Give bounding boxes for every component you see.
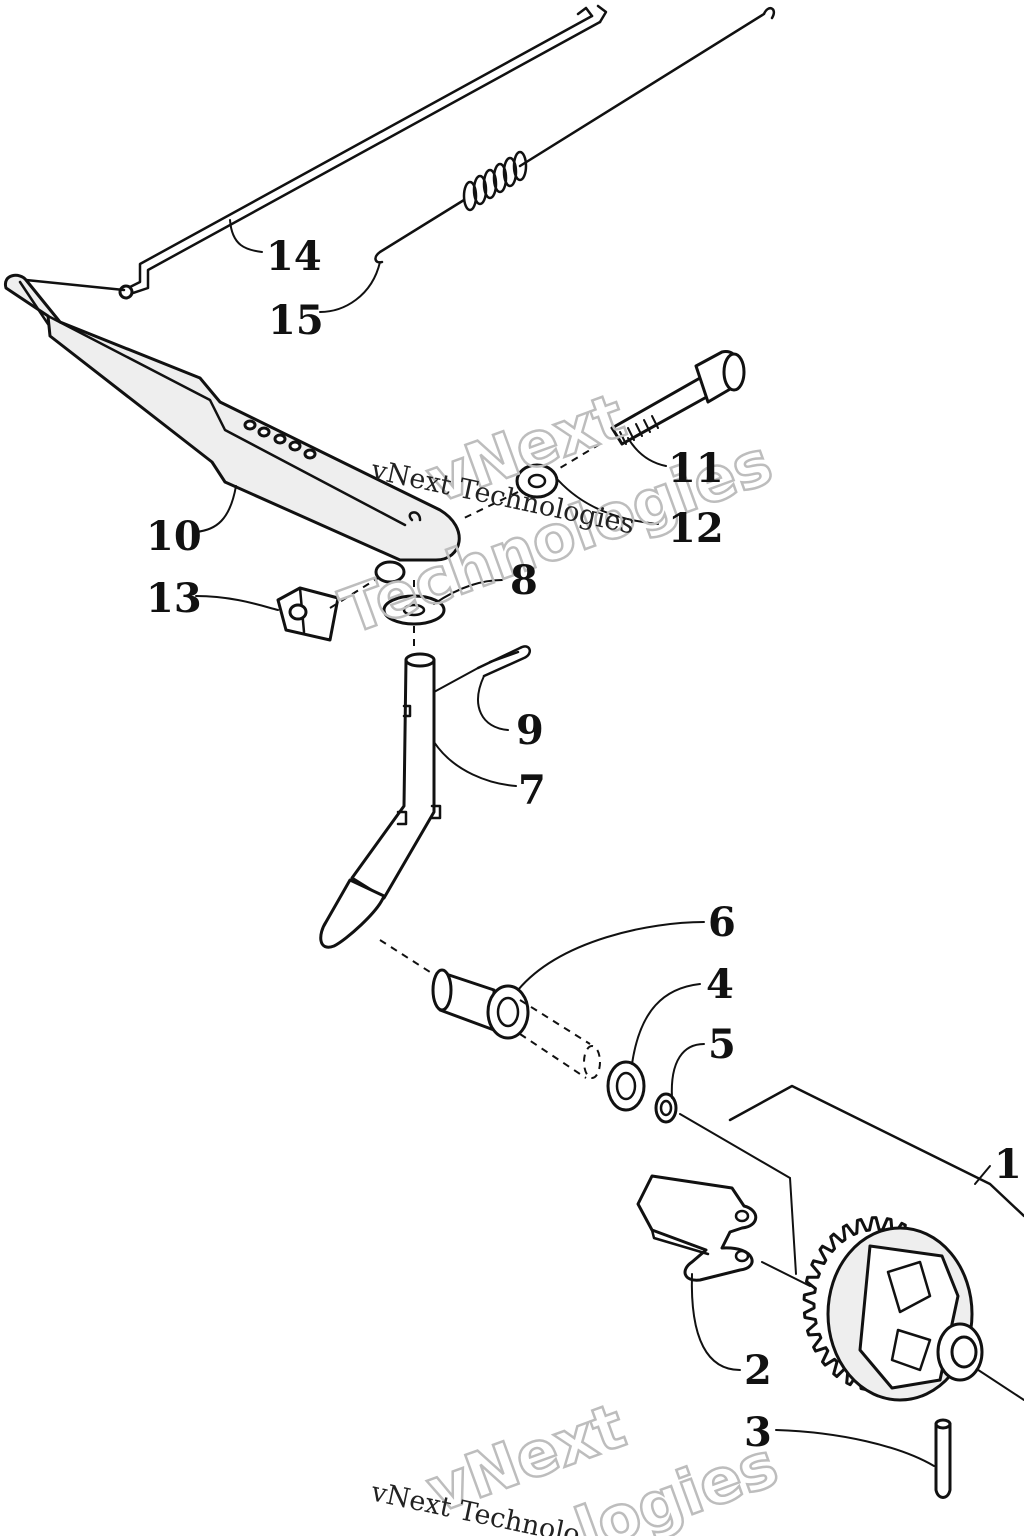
callout-7: 7 [518,767,546,814]
callout-15: 15 [268,297,324,344]
callout-10: 10 [146,513,202,560]
callout-3: 3 [744,1409,772,1456]
washer-part-8 [382,580,446,650]
link-rod-part-14 [118,4,608,300]
governor-arm-part-2 [636,1174,811,1287]
callout-4: 4 [706,961,734,1008]
bushing-part-6 [431,968,601,1079]
leader-15 [319,261,381,313]
leader-7 [433,741,517,787]
callout-12: 12 [668,505,724,552]
retaining-ring-part-5 [654,1092,797,1275]
leader-lines [195,219,991,1467]
callout-5: 5 [708,1021,736,1068]
dowel-pin-part-3 [934,1418,952,1499]
square-nut-part-13 [276,577,379,642]
cotter-pin-part-9 [433,645,532,693]
callouts: 1 2 3 4 5 6 7 8 9 10 11 12 13 14 15 [146,233,1022,1456]
leader-4 [631,983,701,1065]
leader-14 [229,219,263,253]
gear-assembly [802,1216,984,1402]
leader-11 [627,437,667,467]
callout-2: 2 [744,1347,772,1394]
leader-1 [974,1165,991,1185]
callout-9: 9 [516,707,544,754]
leader-9 [477,675,509,731]
callout-8: 8 [510,557,538,604]
bolt-part-11 [559,350,746,469]
leader-13 [195,595,279,611]
spring-part-15 [374,6,776,264]
leader-6 [517,921,705,991]
washer-part-12 [459,463,559,521]
callout-11: 11 [668,445,724,492]
callout-13: 13 [146,575,202,622]
washer-part-4 [606,1060,646,1112]
callout-6: 6 [708,899,736,946]
shaft-part-7 [319,652,442,973]
leader-2 [690,1273,741,1371]
callout-1: 1 [994,1141,1022,1188]
leader-10 [195,485,237,533]
leader-3 [775,1429,935,1467]
leader-12 [557,479,659,525]
leader-5 [670,1043,705,1099]
lever-arm-part-10 [3,273,461,584]
leader-8 [433,579,503,605]
callout-14: 14 [266,233,322,280]
